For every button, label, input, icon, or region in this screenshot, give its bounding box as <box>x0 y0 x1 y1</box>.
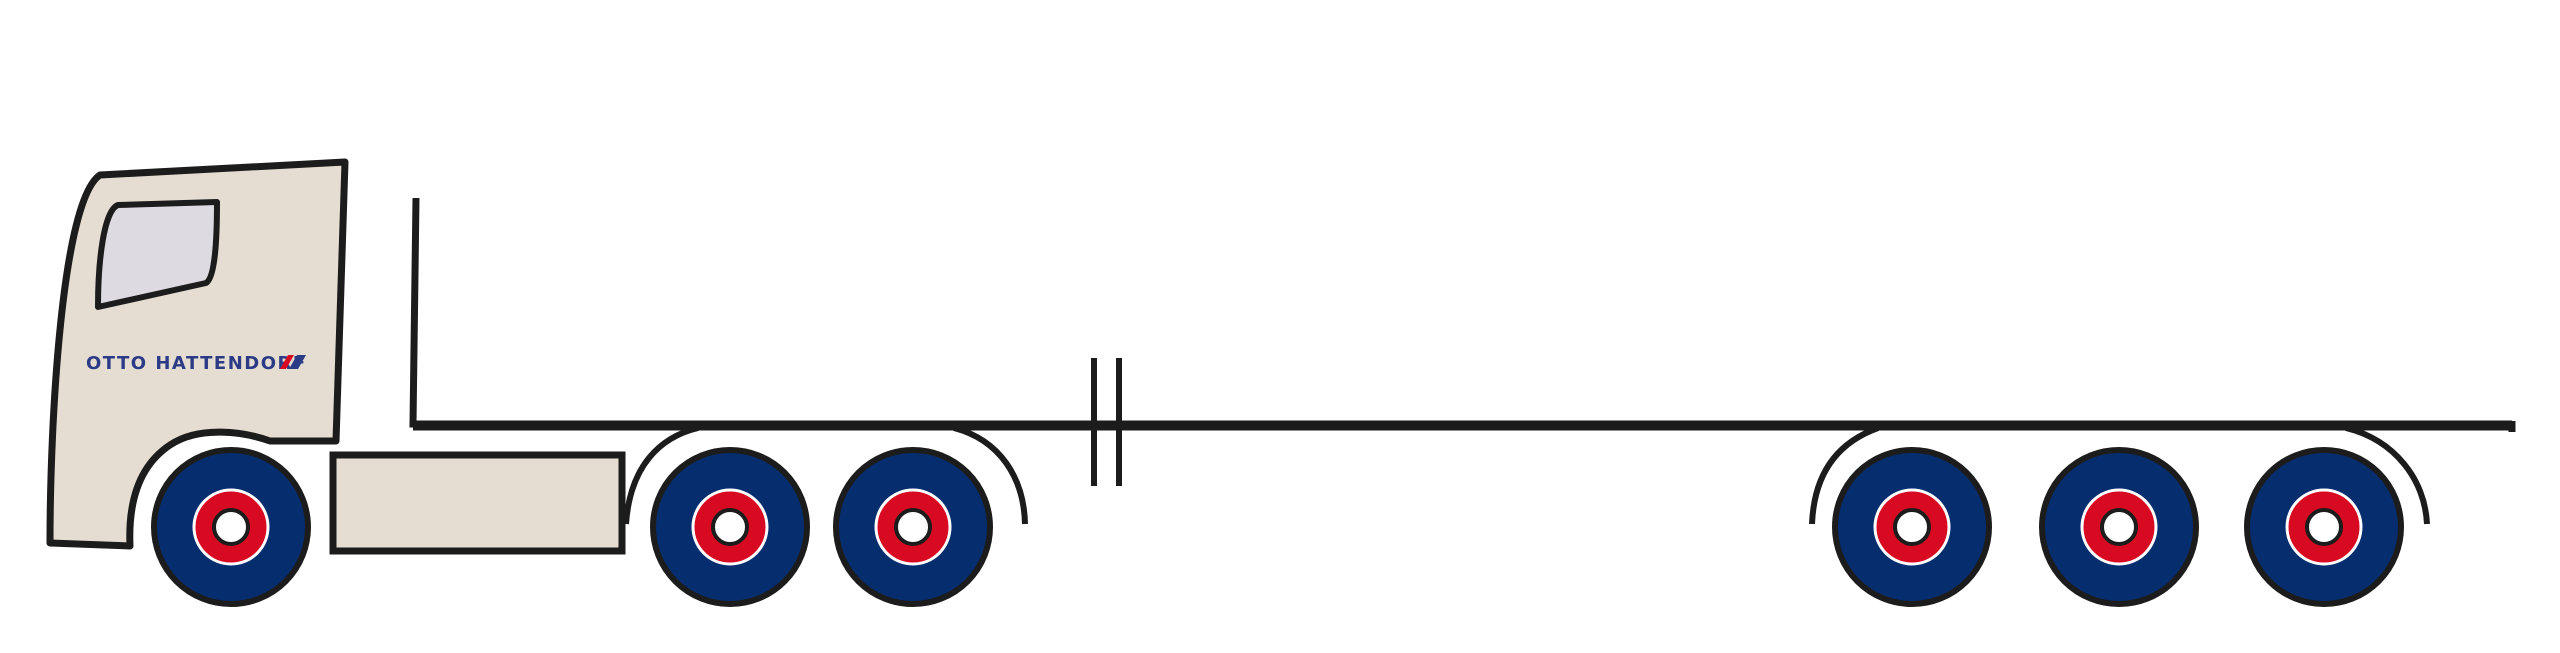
wheel-5 <box>2039 447 2199 607</box>
wheel-1-hub <box>212 508 250 546</box>
wheel-3 <box>833 447 993 607</box>
wheel-4 <box>1832 447 1992 607</box>
chassis-frame <box>409 197 2516 432</box>
wheel-6-hub <box>2305 508 2343 546</box>
tractor-cab: OTTO HATTENDORF <box>46 158 349 550</box>
length-break-marks <box>1091 358 1122 486</box>
logo-red-stripe <box>280 355 294 369</box>
brand-name: OTTO HATTENDORF <box>86 353 307 374</box>
wheels <box>151 447 2404 607</box>
wheel-6 <box>2244 447 2404 607</box>
cab-window <box>95 199 220 310</box>
wheel-5-hub <box>2100 508 2138 546</box>
logo-blue-stripe <box>289 355 306 369</box>
trailer-fender-front <box>1809 425 1880 525</box>
wheel-2-hub <box>711 508 749 546</box>
trailer-fender-rear <box>2345 425 2430 525</box>
tractor-fender-rear <box>953 425 1028 525</box>
wheel-2 <box>650 447 810 607</box>
fuel-tank <box>329 451 626 555</box>
wheel-fenders <box>623 425 2430 525</box>
double-slash-logo-icon <box>280 355 306 369</box>
wheel-4-hub <box>1893 508 1931 546</box>
wheel-3-hub <box>894 508 932 546</box>
tractor-fender-front <box>623 425 699 525</box>
headboard-line <box>409 197 2512 428</box>
wheel-1 <box>151 447 311 607</box>
